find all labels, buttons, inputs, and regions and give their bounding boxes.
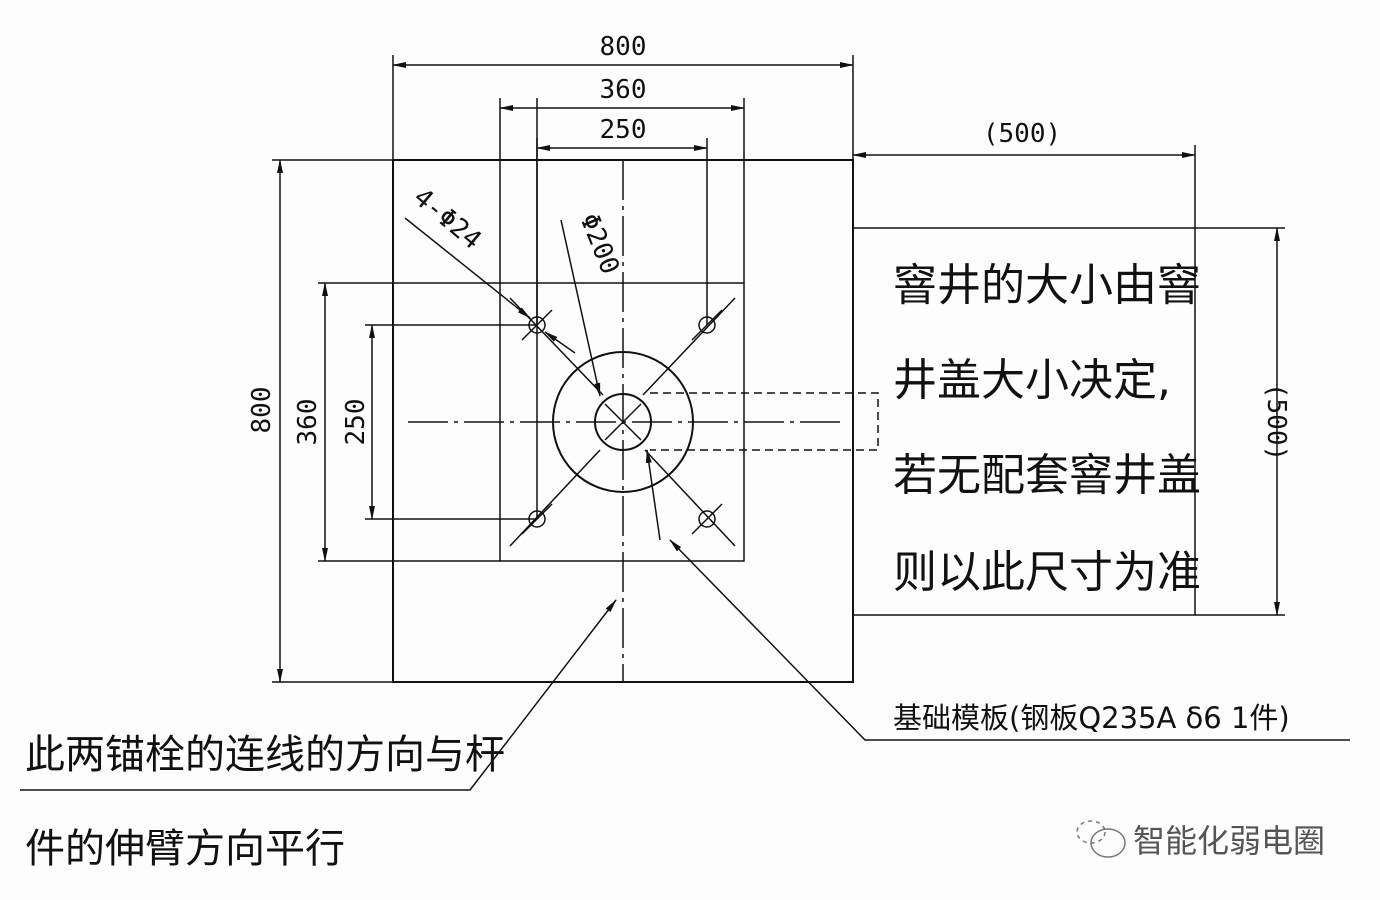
leader-bolt-note	[20, 599, 617, 791]
svg-text:则以此尺寸为准: 则以此尺寸为准	[893, 547, 1201, 598]
dimension-lines	[277, 62, 1280, 683]
pit-outline	[853, 145, 1285, 616]
dim-360-top: 360	[600, 75, 647, 105]
bolt-note-line-1: 此两锚栓的连线的方向与杆	[25, 732, 505, 778]
dim-800-top: 800	[600, 32, 647, 62]
svg-text:井盖大小决定,: 井盖大小决定,	[893, 355, 1171, 406]
bolt-note-line-2: 件的伸臂方向平行	[25, 826, 345, 872]
leader-center-hole	[560, 219, 601, 397]
center-hole-200	[594, 393, 652, 451]
dim-250-top: 250	[600, 115, 647, 145]
center-circle-large	[552, 351, 694, 493]
label-center-hole: Φ200	[574, 209, 625, 278]
plate-label: 基础模板(钢板Q235A δ6 1件)	[893, 701, 1290, 735]
watermark-text: 智能化弱电圈	[1133, 822, 1325, 860]
leader-center-hole-2	[645, 449, 661, 541]
leader-bolt-holes	[404, 217, 531, 319]
svg-text:若无配套窨井盖: 若无配套窨井盖	[893, 450, 1201, 501]
pit-note: 窨井的大小由窨 井盖大小决定, 若无配套窨井盖 则以此尺寸为准	[893, 260, 1201, 598]
wechat-icon	[1076, 820, 1126, 858]
dim-500-right: (500)	[1261, 383, 1291, 461]
svg-text:窨井的大小由窨: 窨井的大小由窨	[893, 260, 1201, 311]
bolt-250-lines	[365, 98, 708, 520]
dim-500-top: (500)	[983, 119, 1061, 149]
dim-360-left: 360	[293, 399, 323, 446]
label-bolt-holes: 4-Φ24	[408, 182, 487, 255]
leader-bolt-holes-2	[544, 331, 576, 354]
extension-lines	[272, 55, 854, 683]
leader-plate-label	[669, 539, 1350, 741]
dim-250-left: 250	[341, 399, 371, 446]
dim-800-left: 800	[247, 387, 277, 434]
